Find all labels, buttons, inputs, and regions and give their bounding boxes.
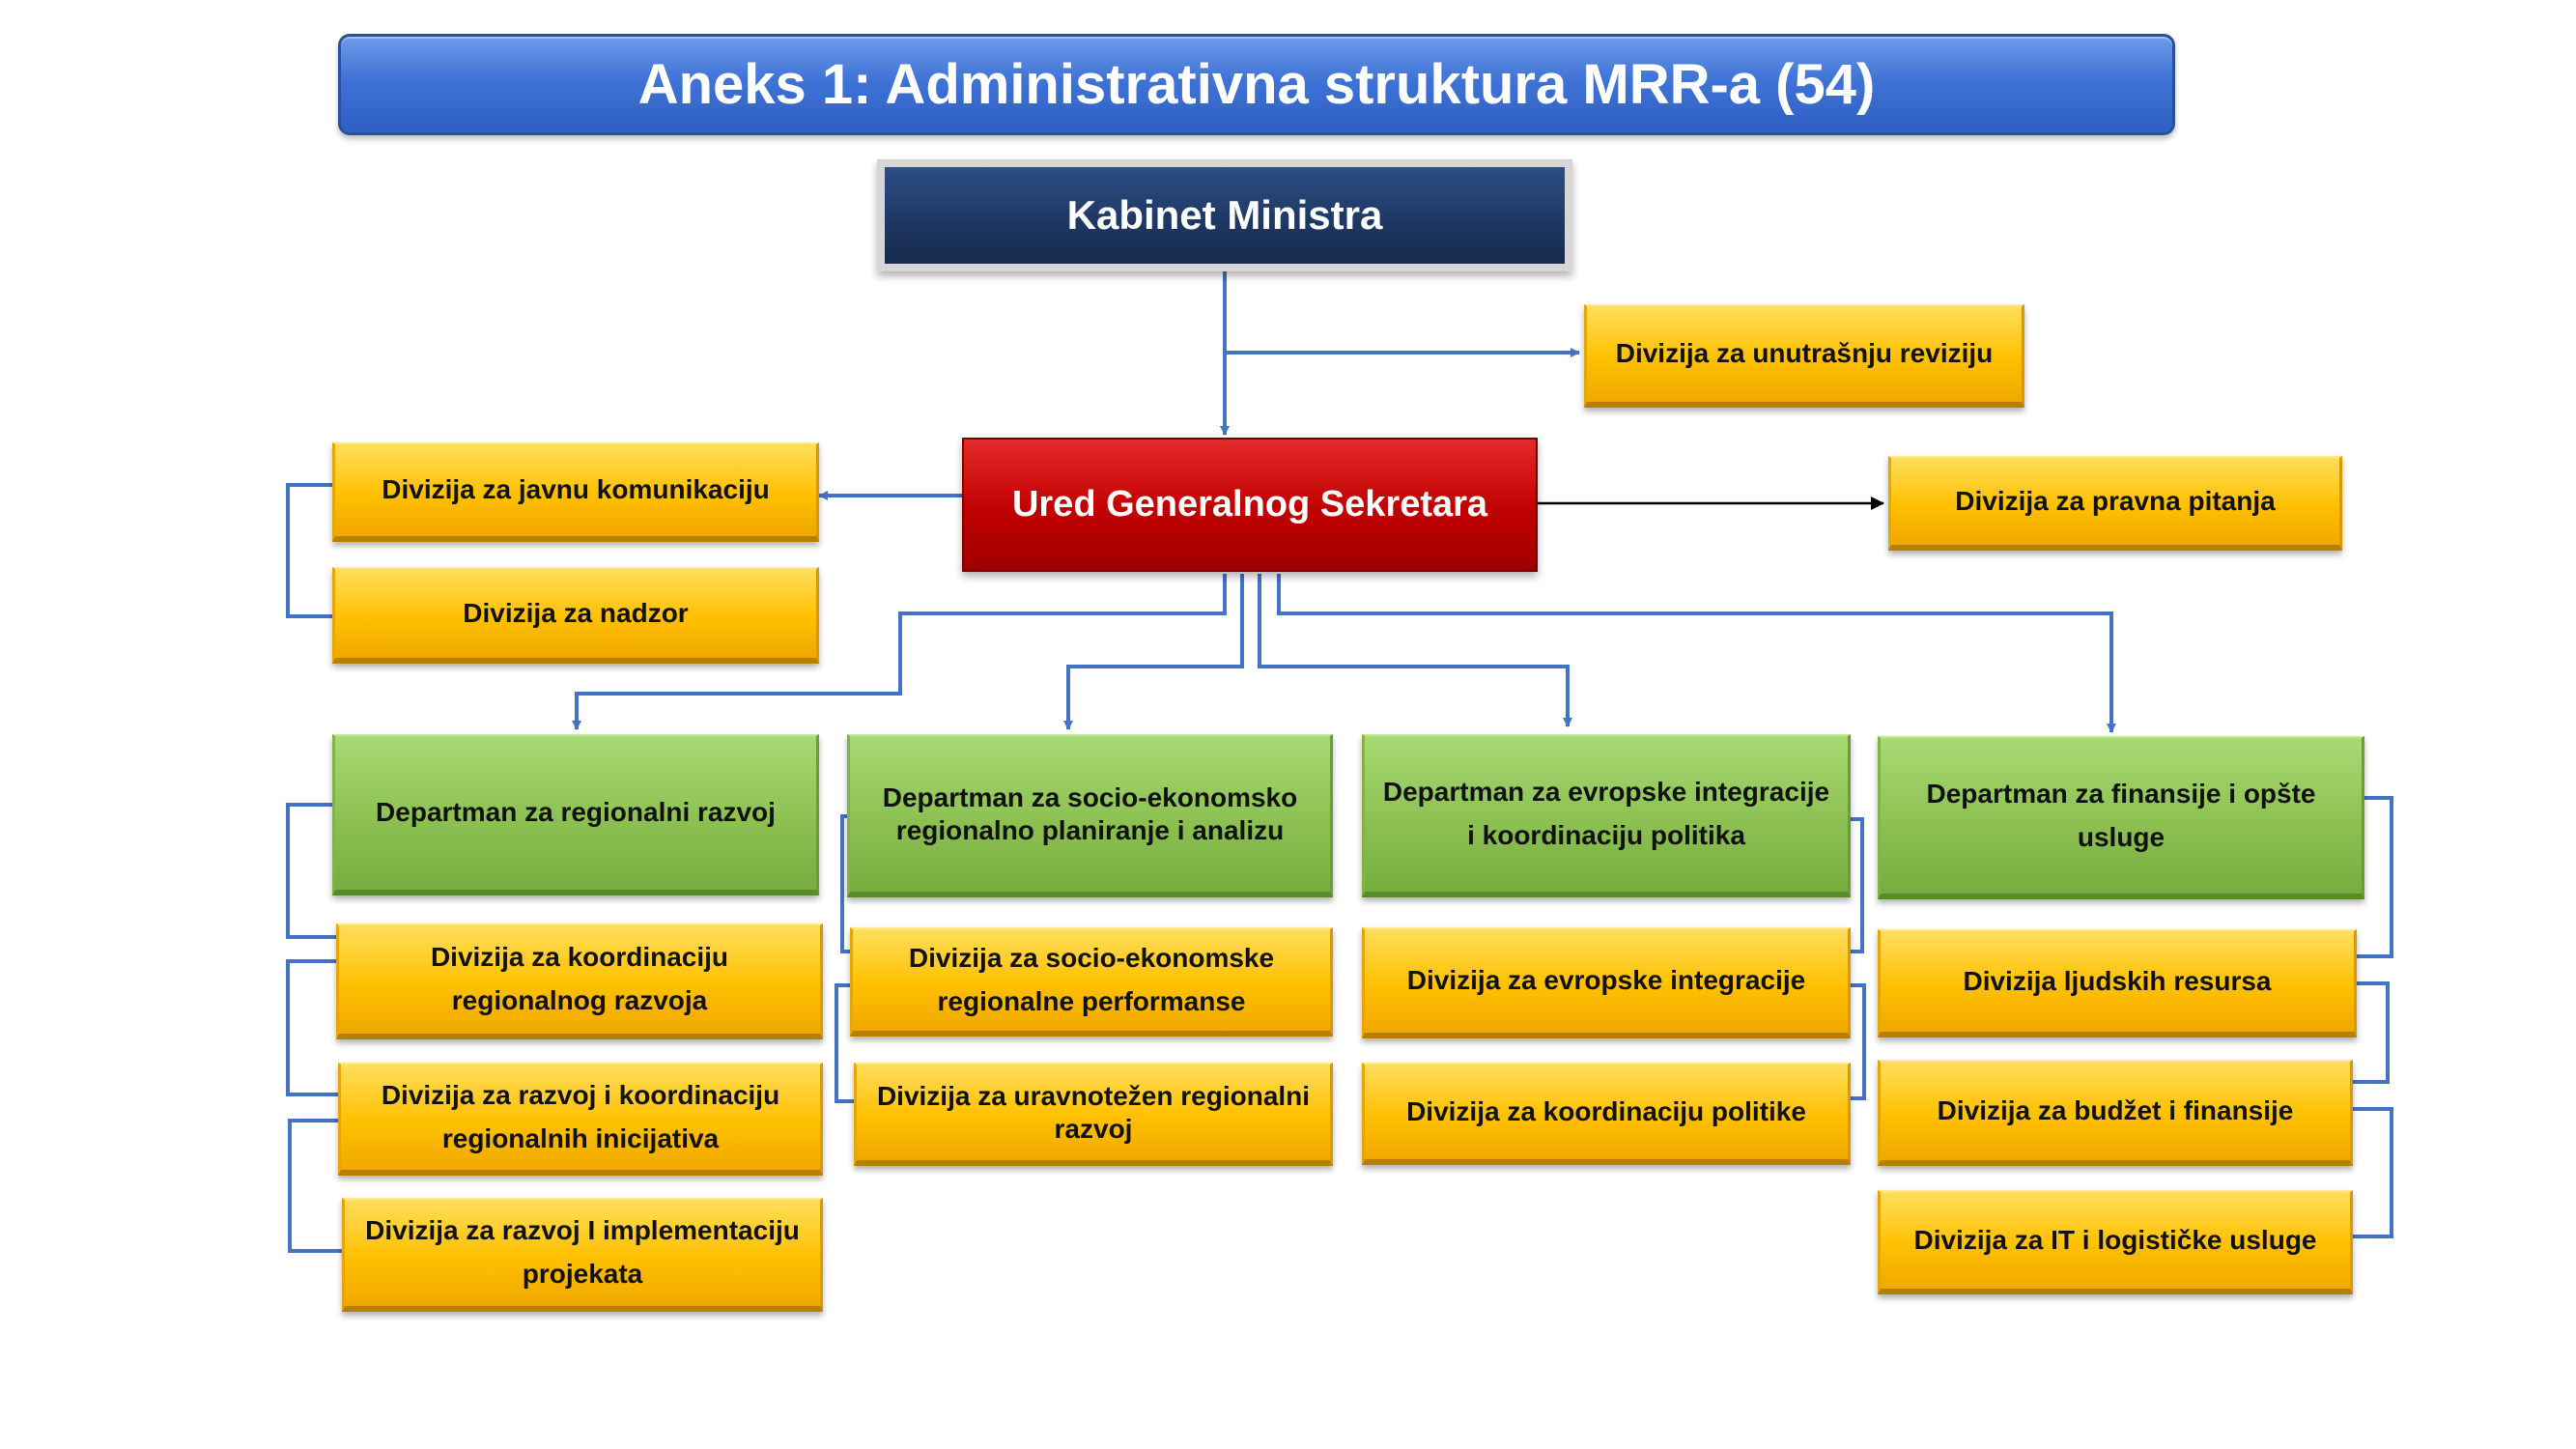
internal-audit-label: Divizija za unutrašnju reviziju	[1615, 338, 1994, 369]
division-regional-initiatives: Divizija za razvoj i koordinaciju region…	[338, 1063, 823, 1176]
connector-secretary-to-dept-3	[1258, 574, 1572, 727]
legal-affairs-label: Divizija za pravna pitanja	[1955, 485, 2276, 516]
supervision-box: Divizija za nadzor	[332, 567, 819, 664]
division-policy-coordination: Divizija za koordinaciju politike	[1362, 1063, 1851, 1165]
department-european-integration: Departman za evropske integracije i koor…	[1362, 734, 1851, 897]
division-balanced-regional-development: Divizija za uravnotežen regionalni razvo…	[854, 1063, 1333, 1166]
legal-affairs-box: Divizija za pravna pitanja	[1888, 456, 2342, 551]
internal-audit-box: Divizija za unutrašnju reviziju	[1584, 304, 2024, 408]
cabinet-label: Kabinet Ministra	[1066, 191, 1383, 238]
bracket-dept-4	[2357, 796, 2393, 958]
division-label: Divizija za uravnotežen regionalni razvo…	[876, 1080, 1311, 1144]
department-finance-general-services: Departman za finansije i opšte usluge	[1878, 736, 2364, 899]
secretary-box: Ured Generalnog Sekretara	[962, 438, 1538, 572]
secretary-label: Ured Generalnog Sekretara	[1011, 483, 1488, 525]
division-human-resources: Divizija ljudskih resursa	[1878, 929, 2357, 1037]
division-label: Divizija za evropske integracije	[1406, 965, 1806, 996]
bracket-communication-supervision	[286, 483, 332, 618]
bracket-dept-1-div-2	[288, 1119, 342, 1253]
division-label: Divizija za koordinaciju politike	[1406, 1095, 1806, 1126]
connector-secretary-to-dept-2	[1063, 574, 1244, 730]
division-regional-development-coordination: Divizija za koordinaciju regionalnog raz…	[336, 923, 823, 1039]
department-label: Departman za regionalni razvoj	[376, 797, 776, 828]
division-socio-economic-performance: Divizija za socio-ekonomske regionalne p…	[850, 927, 1333, 1037]
bracket-dept-4-div-2	[2353, 1107, 2393, 1238]
division-label: Divizija za razvoj I implementaciju proj…	[365, 1215, 800, 1289]
bracket-dept-3-div-1	[1847, 983, 1866, 1100]
division-label: Divizija za razvoj i koordinaciju region…	[381, 1079, 780, 1153]
division-label: Divizija za koordinaciju regionalnog raz…	[430, 942, 729, 1015]
division-budget-finance: Divizija za budžet i finansije	[1878, 1060, 2353, 1166]
connector-secretary-to-dept-1	[572, 574, 1227, 730]
division-label: Divizija ljudskih resursa	[1963, 965, 2272, 996]
cabinet-box: Kabinet Ministra	[877, 159, 1572, 271]
bracket-dept-3	[1845, 817, 1864, 953]
bracket-dept-1	[286, 803, 336, 939]
division-label: Divizija za socio-ekonomske regionalne p…	[908, 942, 1275, 1016]
division-label: Divizija za budžet i finansije	[1937, 1094, 2294, 1125]
department-socio-economic-planning: Departman za socio-ekonomsko regionalno …	[847, 734, 1333, 897]
public-communication-box: Divizija za javnu komunikaciju	[332, 442, 819, 542]
bracket-dept-2-div-1	[835, 983, 854, 1103]
bracket-dept-4-div-1	[2353, 981, 2390, 1084]
division-label: Divizija za IT i logističke usluge	[1913, 1224, 2317, 1255]
public-communication-label: Divizija za javnu komunikaciju	[382, 474, 770, 505]
division-it-logistics: Divizija za IT i logističke usluge	[1878, 1190, 2353, 1294]
connector-secretary-to-dept-4	[1277, 574, 2116, 733]
page-title-text: Aneks 1: Administrativna struktura MRR-a…	[637, 52, 1876, 116]
division-project-implementation: Divizija za razvoj I implementaciju proj…	[342, 1198, 823, 1312]
department-label: Departman za socio-ekonomsko regionalno …	[882, 781, 1298, 845]
department-label: Departman za finansije i opšte usluge	[1926, 778, 2316, 852]
department-label: Departman za evropske integracije i koor…	[1382, 776, 1830, 850]
department-regional-development: Departman za regionalni razvoj	[332, 734, 819, 895]
supervision-label: Divizija za nadzor	[463, 597, 689, 628]
bracket-dept-1-div-1	[286, 959, 338, 1096]
page-title: Aneks 1: Administrativna struktura MRR-a…	[338, 34, 2175, 135]
division-european-integration: Divizija za evropske integracije	[1362, 927, 1851, 1038]
